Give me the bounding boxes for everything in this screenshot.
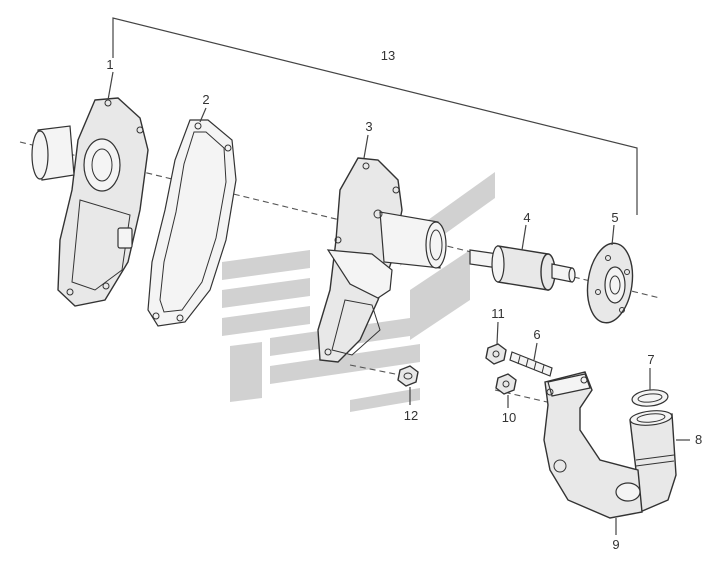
callout-4: 4 xyxy=(523,210,530,225)
outlet-pipe-part-8 xyxy=(629,410,677,514)
shaft-part-4 xyxy=(469,245,576,291)
callout-9: 9 xyxy=(612,537,619,552)
leader-4 xyxy=(521,224,527,251)
nut-part-10 xyxy=(495,373,517,395)
leader-2 xyxy=(199,107,207,123)
leader-6 xyxy=(533,342,538,361)
bolt-part-12 xyxy=(397,365,419,387)
pump-body-part-3 xyxy=(317,157,447,363)
assembly-bracket-13 xyxy=(112,17,638,215)
callout-5: 5 xyxy=(611,210,618,225)
leader-11 xyxy=(496,321,499,345)
pump-cover-part-1 xyxy=(31,97,149,307)
leader-3 xyxy=(363,134,369,159)
flange-part-5 xyxy=(586,242,634,324)
pipe-elbow-part-9 xyxy=(543,371,643,519)
callout-7: 7 xyxy=(647,352,654,367)
o-ring-part-7 xyxy=(631,389,669,407)
leader-1 xyxy=(107,71,114,101)
stud-part-6 xyxy=(509,351,553,377)
callout-8: 8 xyxy=(695,432,702,447)
callout-6: 6 xyxy=(533,327,540,342)
callout-labels: 1 2 3 4 5 6 7 8 9 10 11 12 13 xyxy=(106,48,702,552)
callout-3: 3 xyxy=(365,119,372,134)
callout-10: 10 xyxy=(502,410,516,425)
callout-13: 13 xyxy=(381,48,395,63)
nut-part-11 xyxy=(485,343,507,365)
callout-12: 12 xyxy=(404,408,418,423)
leader-5 xyxy=(611,224,615,246)
gasket-part-2 xyxy=(147,119,237,327)
callout-11: 11 xyxy=(491,306,505,321)
callout-2: 2 xyxy=(202,92,209,107)
callout-1: 1 xyxy=(106,57,113,72)
